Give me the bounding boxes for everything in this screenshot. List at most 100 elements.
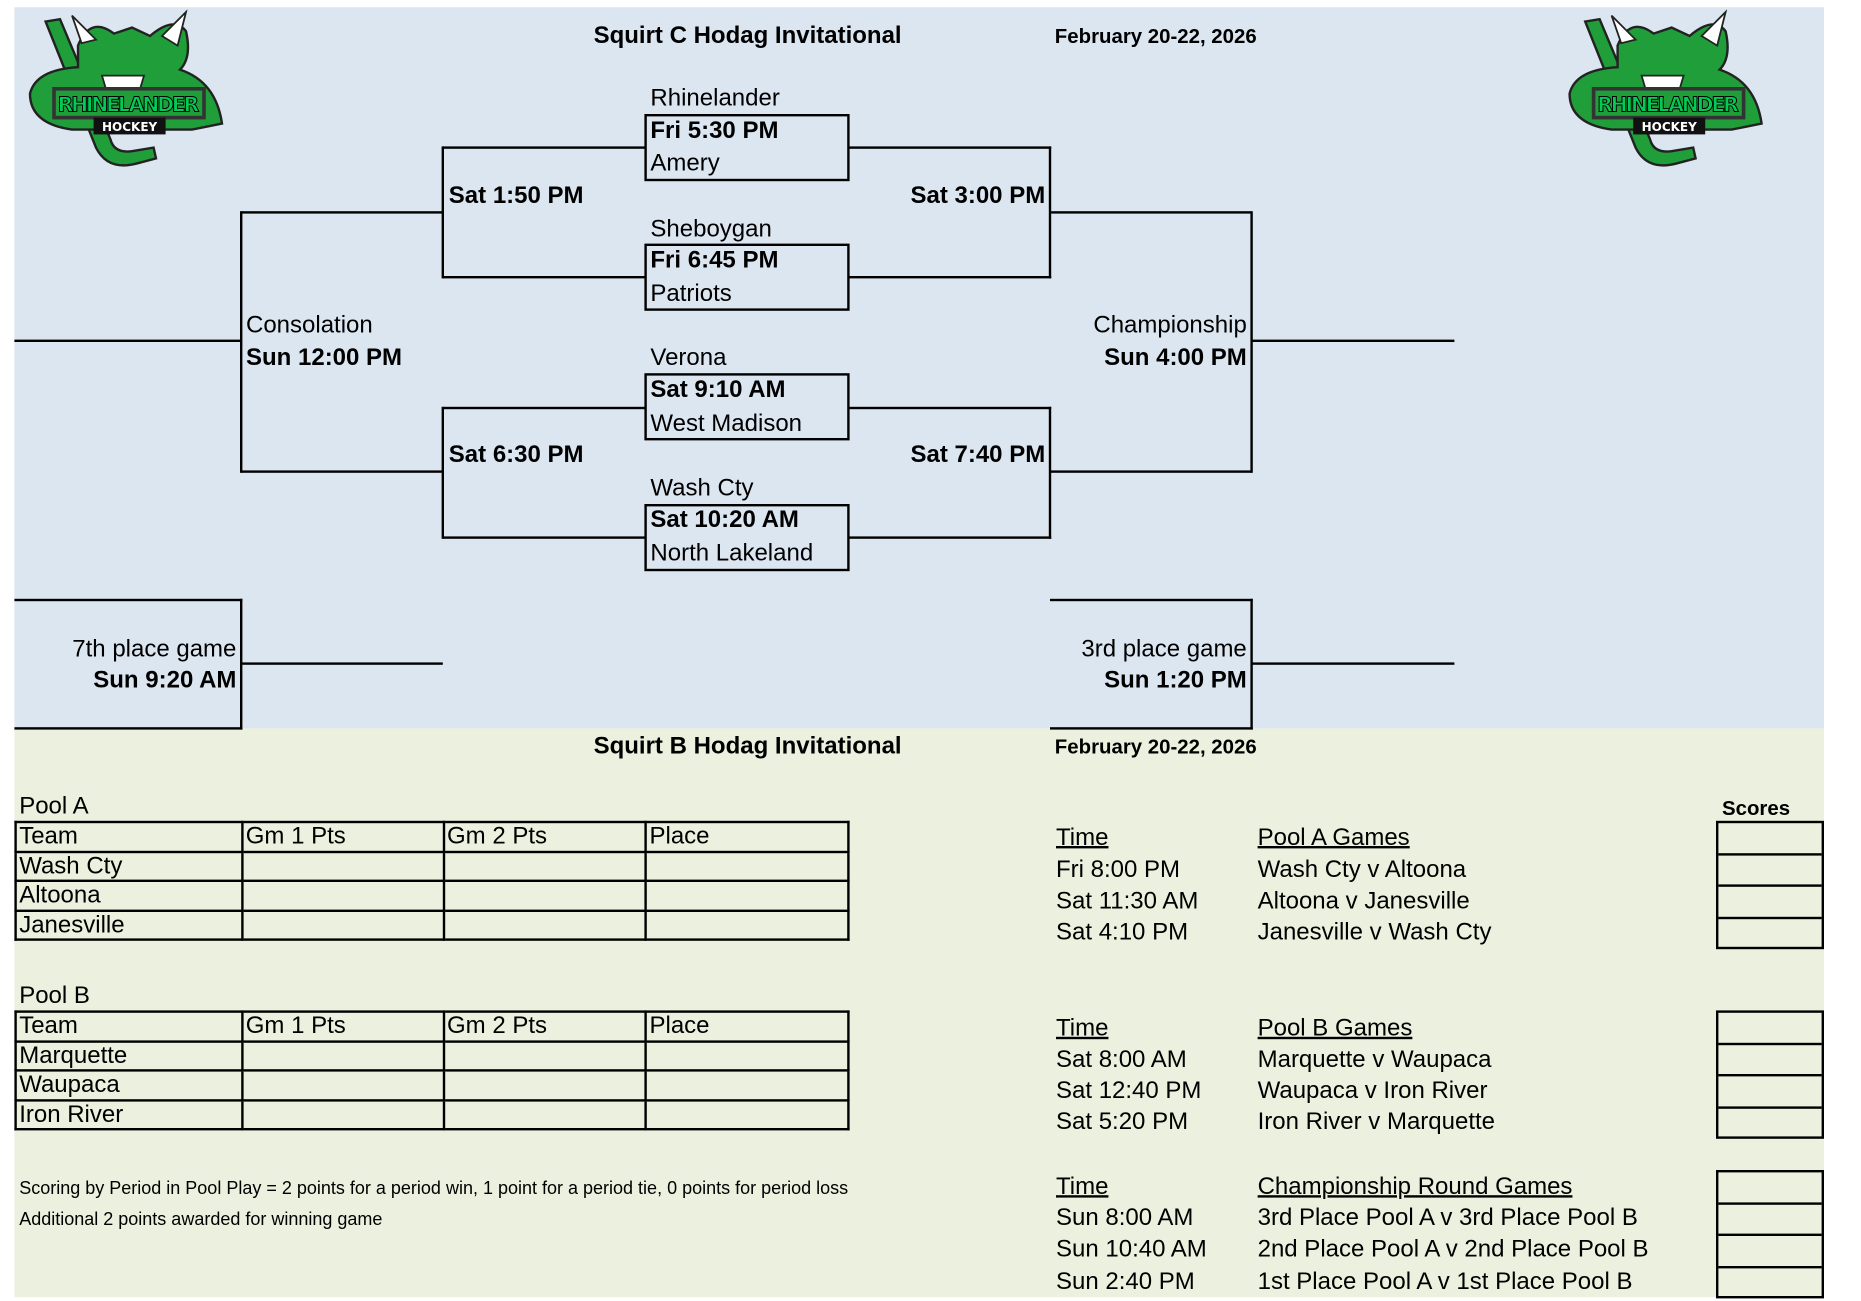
team-cell: Marquette	[14, 1039, 244, 1072]
gm1-cell[interactable]	[240, 850, 445, 882]
bracket-line	[241, 662, 443, 665]
game-box	[644, 373, 850, 441]
place-cell[interactable]	[644, 850, 850, 882]
scoring-note: Scoring by Period in Pool Play = 2 point…	[19, 1178, 849, 1199]
championship-time: Sun 4:00 PM	[1104, 344, 1247, 371]
place-cell[interactable]	[644, 1039, 850, 1072]
table-row: Wash Cty	[14, 850, 850, 882]
bracket-line	[241, 211, 443, 214]
game-time: Sat 10:20 AM	[650, 506, 799, 533]
bracket-line	[241, 470, 443, 473]
table-row: Marquette	[14, 1039, 850, 1072]
gm1-cell[interactable]	[240, 1069, 445, 1101]
game-matchup: Waupaca v Iron River	[1257, 1077, 1488, 1104]
game-matchup: Janesville v Wash Cty	[1257, 919, 1492, 946]
team-cell: Waupaca	[14, 1069, 244, 1101]
svg-text:HOCKEY: HOCKEY	[102, 120, 158, 134]
gm2-cell[interactable]	[442, 1039, 648, 1072]
team-name: Verona	[650, 344, 727, 371]
bracket-line	[848, 146, 1052, 149]
game-time: Sun 8:00 AM	[1056, 1204, 1194, 1232]
game-box	[644, 243, 850, 311]
gm2-cell[interactable]	[442, 1069, 648, 1101]
game-matchup: 3rd Place Pool A v 3rd Place Pool B	[1257, 1204, 1638, 1232]
bracket-line	[14, 339, 242, 342]
svg-text:RHINELANDER: RHINELANDER	[1597, 93, 1739, 117]
third-place-label: 3rd place game	[1081, 636, 1247, 663]
gm2-cell[interactable]	[442, 1098, 648, 1131]
header-cell: Team	[14, 820, 244, 853]
game-matchup: Altoona v Janesville	[1257, 888, 1470, 915]
header-cell: Gm 1 Pts	[240, 820, 445, 853]
squirt-b-date: February 20-22, 2026	[1054, 735, 1257, 759]
bracket-line	[240, 211, 243, 473]
seventh-place-time: Sun 9:20 AM	[93, 667, 237, 694]
bracket-line	[442, 146, 646, 149]
svg-text:RHINELANDER: RHINELANDER	[58, 93, 200, 117]
bracket-line	[1050, 727, 1253, 730]
pool-b-score-boxes[interactable]	[1716, 1010, 1825, 1139]
pool-a-games-header: Pool A Games	[1257, 824, 1410, 851]
team-name: Rhinelander	[650, 85, 780, 112]
championship-label: Championship	[1093, 312, 1247, 339]
consolation-label: Consolation	[246, 312, 373, 339]
bracket-line	[1050, 598, 1253, 602]
pool-b-label: Pool B	[19, 982, 90, 1010]
game-matchup: Wash Cty v Altoona	[1257, 856, 1467, 884]
game-time: Sat 11:30 AM	[1056, 888, 1199, 915]
gm1-cell[interactable]	[240, 879, 445, 912]
gm1-cell[interactable]	[240, 1098, 445, 1131]
pool-a-score-boxes[interactable]	[1716, 820, 1825, 950]
bracket-line	[14, 598, 243, 602]
game-time: Fri 5:30 PM	[650, 117, 779, 144]
team-cell: Wash Cty	[14, 850, 244, 882]
third-place-time: Sun 1:20 PM	[1104, 667, 1247, 694]
gm2-cell[interactable]	[442, 850, 648, 882]
squirt-c-title: Squirt C Hodag Invitational	[593, 22, 902, 50]
bracket-line	[848, 536, 1052, 539]
championship-score-boxes[interactable]	[1716, 1170, 1825, 1299]
bracket-line	[1050, 470, 1252, 473]
rhinelander-hockey-logo-right: RHINELANDER HOCKEY	[1568, 9, 1763, 167]
gm1-cell[interactable]	[240, 1039, 445, 1072]
time-header: Time	[1056, 1015, 1109, 1042]
gm1-cell[interactable]	[240, 909, 445, 941]
bracket-line	[1251, 662, 1455, 665]
team-cell: Janesville	[14, 909, 244, 941]
scores-label: Scores	[1722, 796, 1791, 820]
game-matchup: 2nd Place Pool A v 2nd Place Pool B	[1257, 1236, 1649, 1263]
table-row: Waupaca	[14, 1069, 850, 1101]
team-name: Patriots	[650, 280, 732, 308]
place-cell[interactable]	[644, 1098, 850, 1131]
table-header-row: Team Gm 1 Pts Gm 2 Pts Place	[14, 1010, 850, 1043]
bonus-note: Additional 2 points awarded for winning …	[19, 1209, 383, 1230]
gm2-cell[interactable]	[442, 879, 648, 912]
header-cell: Gm 1 Pts	[240, 1010, 445, 1043]
gm2-cell[interactable]	[442, 909, 648, 941]
game-time: Sat 4:10 PM	[1056, 919, 1189, 946]
rhinelander-hockey-logo-left: RHINELANDER HOCKEY	[28, 9, 224, 167]
team-name: Sheboygan	[650, 216, 772, 243]
game-time: Sat 12:40 PM	[1056, 1077, 1202, 1104]
bracket-line	[1050, 211, 1252, 214]
bracket-line	[442, 406, 646, 410]
place-cell[interactable]	[644, 909, 850, 941]
squirt-c-date: February 20-22, 2026	[1054, 25, 1257, 48]
squirt-c-section	[14, 7, 1825, 729]
bracket-line	[848, 276, 1052, 279]
pool-a-table: Team Gm 1 Pts Gm 2 Pts Place Wash Cty Al…	[14, 820, 850, 941]
bracket-line	[1250, 598, 1253, 730]
bracket-line	[14, 727, 243, 730]
game-time: Sat 8:00 AM	[1056, 1046, 1187, 1073]
game-box	[644, 114, 850, 182]
pool-a-label: Pool A	[19, 793, 89, 820]
place-cell[interactable]	[644, 1069, 850, 1101]
game-box	[644, 504, 850, 572]
pool-b-table: Team Gm 1 Pts Gm 2 Pts Place Marquette W…	[14, 1010, 850, 1131]
semi-time: Sat 3:00 PM	[910, 182, 1046, 209]
table-row: Altoona	[14, 879, 850, 912]
team-cell: Altoona	[14, 879, 244, 912]
place-cell[interactable]	[644, 879, 850, 912]
game-matchup: Iron River v Marquette	[1257, 1108, 1496, 1136]
game-time: Sat 9:10 AM	[650, 376, 786, 404]
